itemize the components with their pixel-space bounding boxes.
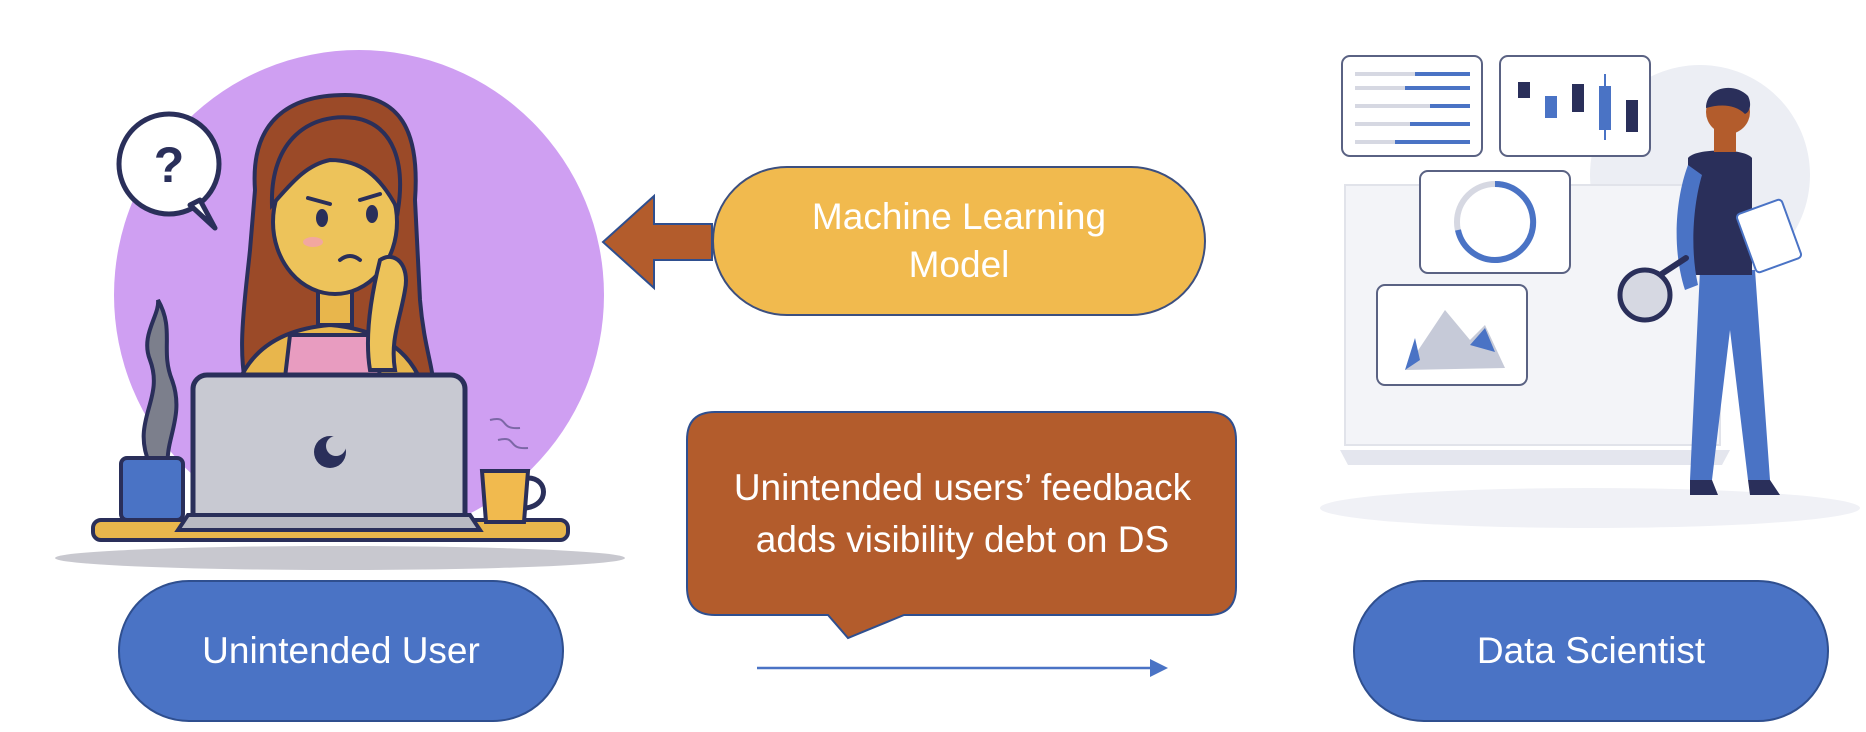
figure-hair [1706, 87, 1751, 114]
candlestick-chart-icon [1499, 55, 1651, 157]
legs [1690, 270, 1770, 480]
donut-chart-icon [1419, 170, 1571, 274]
question-bubble-icon: ? [116, 111, 222, 231]
feedback-arrow-head [1150, 659, 1168, 677]
area-chart-icon [1376, 284, 1528, 386]
right-eye [366, 205, 378, 223]
hand [366, 254, 408, 372]
feedback-callout [686, 411, 1237, 640]
clipboard [1735, 198, 1803, 274]
mouth [338, 254, 362, 262]
floor-shadow [1320, 488, 1860, 528]
feedback-callout-text: Unintended users’ feedback adds visibili… [690, 462, 1235, 566]
scientist-figure [1617, 87, 1803, 495]
ml-model-label-line2: Model [908, 244, 1010, 285]
laptop-icon [174, 372, 484, 532]
data-scientist-node: Data Scientist [1353, 580, 1829, 722]
chart-icon [1341, 55, 1483, 157]
feedback-text-line1: Unintended users’ feedback [733, 467, 1192, 508]
board-base [1340, 450, 1730, 465]
ml-model-node: Machine Learning Model [712, 166, 1206, 316]
model-to-user-arrow [601, 193, 713, 291]
left-eye [316, 209, 328, 227]
unintended-user-label: Unintended User [202, 629, 480, 671]
unintended-user-node: Unintended User [118, 580, 564, 722]
svg-text:?: ? [154, 137, 185, 193]
shirt [1688, 150, 1752, 275]
bangs [269, 115, 403, 217]
magnifier-icon [1617, 255, 1689, 323]
coffee-cup-icon [479, 417, 546, 524]
data-scientist-illustration [1320, 55, 1860, 528]
ml-model-label-line1: Machine Learning [811, 195, 1107, 237]
data-scientist-label: Data Scientist [1476, 629, 1706, 671]
plant-icon [119, 299, 185, 522]
unintended-user-illustration: ? [55, 50, 625, 570]
feedback-text-line2: adds visibility debt on DS [755, 518, 1170, 560]
desk-shadow [55, 546, 625, 570]
shoes [1690, 480, 1780, 495]
